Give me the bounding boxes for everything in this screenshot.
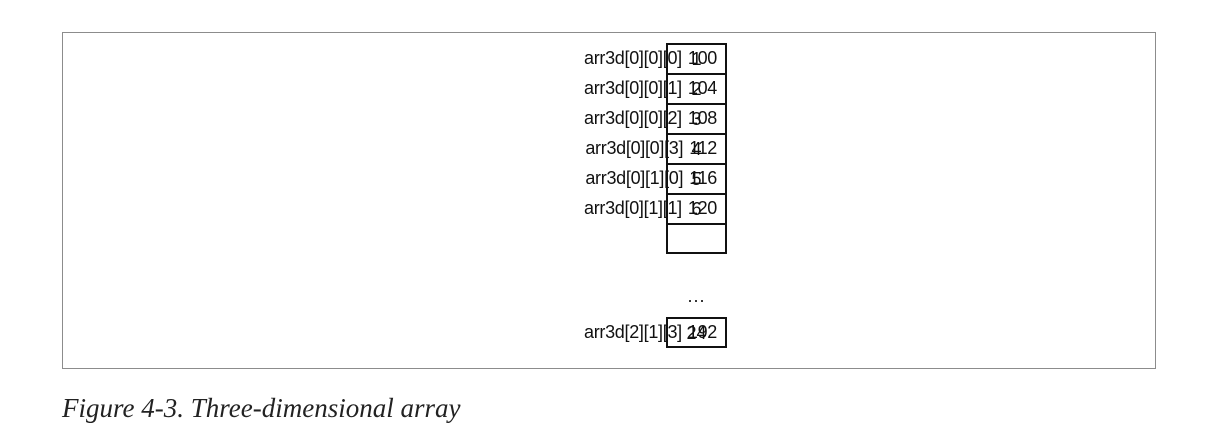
element-address: 108: [687, 108, 717, 128]
element-label: arr3d[0][0][1]104: [584, 73, 717, 103]
memory-cell: 6: [666, 193, 727, 223]
element-label: arr3d[0][0][3]112: [585, 133, 717, 163]
ellipsis-marker: ...: [687, 286, 706, 306]
element-address: 116: [689, 168, 717, 188]
memory-cell: 1: [666, 43, 727, 73]
memory-row: arr3d[0][0][2]108 3: [63, 103, 1155, 133]
memory-cell: 5: [666, 163, 727, 193]
element-address: 100: [687, 48, 717, 68]
figure-frame: arr3d[0][0][0]100 1 arr3d[0][0][1]104 2 …: [62, 32, 1156, 369]
element-index: arr3d[0][0][3]: [585, 138, 684, 158]
memory-cell: 4: [666, 133, 727, 163]
element-address: 192: [687, 322, 717, 342]
memory-row: arr3d[0][0][3]112 4: [63, 133, 1155, 163]
element-label: arr3d[0][1][0]116: [585, 163, 717, 193]
memory-row: arr3d[0][1][1]120 6: [63, 193, 1155, 223]
element-index: arr3d[0][0][1]: [584, 78, 682, 98]
memory-row: [63, 223, 1155, 254]
element-address: 120: [687, 198, 717, 218]
memory-cell: 24: [666, 317, 727, 348]
element-label: arr3d[0][0][0]100: [584, 43, 717, 73]
memory-row-last: arr3d[2][1][3]192 24: [63, 317, 1155, 348]
element-label: arr3d[0][1][1]120: [584, 193, 717, 223]
element-label: arr3d[2][1][3]192: [584, 317, 717, 347]
memory-row: arr3d[0][0][0]100 1: [63, 43, 1155, 73]
element-label: arr3d[0][0][2]108: [584, 103, 717, 133]
memory-cell-empty: [666, 223, 727, 254]
element-index: arr3d[0][0][0]: [584, 48, 682, 68]
element-index: arr3d[0][1][0]: [585, 168, 684, 188]
memory-cell: 2: [666, 73, 727, 103]
element-index: arr3d[0][1][1]: [584, 198, 682, 218]
element-index: arr3d[0][0][2]: [584, 108, 682, 128]
memory-cell: 3: [666, 103, 727, 133]
figure-caption: Figure 4-3. Three-dimensional array: [62, 393, 461, 423]
element-address: 112: [689, 138, 717, 158]
memory-row: arr3d[0][0][1]104 2: [63, 73, 1155, 103]
element-address: 104: [687, 78, 717, 98]
element-index: arr3d[2][1][3]: [584, 322, 682, 342]
memory-row: arr3d[0][1][0]116 5: [63, 163, 1155, 193]
